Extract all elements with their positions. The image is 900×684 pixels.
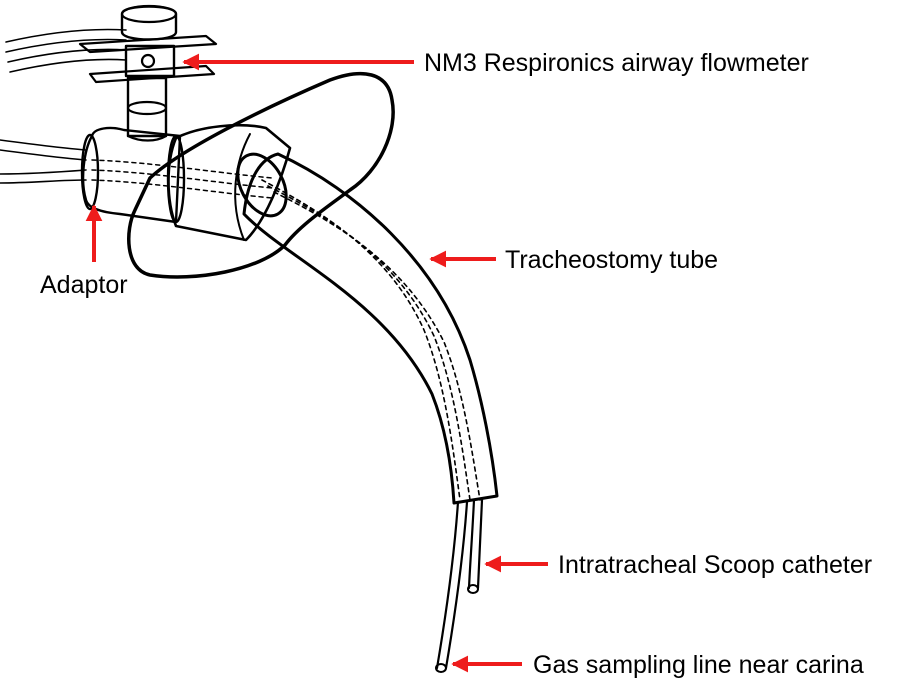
flowmeter-label: NM3 Respironics airway flowmeter [424, 49, 809, 77]
equipment-drawing [0, 4, 499, 673]
tracheostomy-tube [242, 152, 499, 505]
adaptor-body [80, 126, 273, 224]
internal-catheter-lines [261, 179, 481, 501]
annotation-arrows [85, 53, 548, 673]
flowmeter-cables [5, 28, 127, 73]
adaptor-tubing [0, 139, 87, 184]
tracheostomy-flange [127, 71, 395, 279]
scoop-label: Intratracheal Scoop catheter [558, 551, 872, 579]
adaptor-label: Adaptor [40, 271, 128, 299]
exiting-catheters [435, 498, 484, 673]
tracheostomy-label: Tracheostomy tube [505, 246, 718, 274]
flowmeter-sensor [78, 4, 218, 142]
gas-line-label: Gas sampling line near carina [533, 651, 864, 679]
